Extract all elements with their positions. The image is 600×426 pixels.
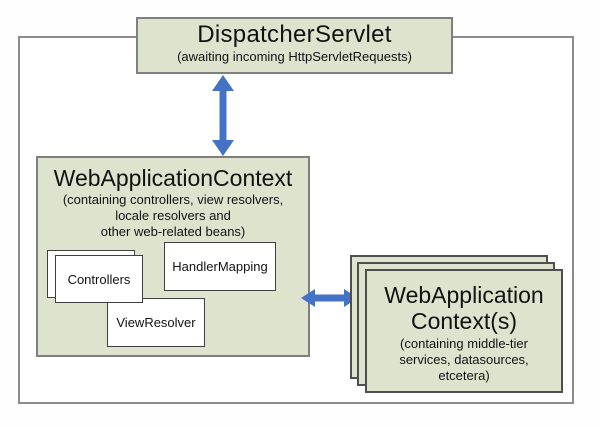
web-application-context-title: WebApplicationContext bbox=[53, 165, 293, 191]
dispatcher-servlet-box: DispatcherServlet (awaiting incoming Htt… bbox=[136, 17, 453, 74]
controllers-label: Controllers bbox=[67, 271, 131, 287]
view-resolver-box: ViewResolver bbox=[107, 298, 205, 347]
web-application-context-box: WebApplicationContext (containing contro… bbox=[36, 156, 310, 357]
handler-mapping-label: HandlerMapping bbox=[172, 259, 268, 274]
web-application-context-subtitle: (containing controllers, view resolvers,… bbox=[62, 192, 284, 239]
dispatcher-servlet-title: DispatcherServlet bbox=[197, 21, 392, 48]
dispatcher-servlet-subtitle: (awaiting incoming HttpServletRequests) bbox=[177, 49, 412, 64]
controllers-box: Controllers bbox=[55, 255, 143, 303]
middle-tier-context-title: WebApplication Context(s) bbox=[384, 282, 544, 334]
horizontal-bidirectional-arrow-icon bbox=[301, 289, 358, 307]
view-resolver-label: ViewResolver bbox=[116, 315, 196, 330]
middle-tier-context-box: WebApplication Context(s) (containing mi… bbox=[365, 269, 563, 393]
vertical-bidirectional-arrow-icon bbox=[212, 75, 234, 156]
middle-tier-context-subtitle: (containing middle-tier services, dataso… bbox=[399, 336, 529, 383]
handler-mapping-box: HandlerMapping bbox=[164, 242, 276, 291]
